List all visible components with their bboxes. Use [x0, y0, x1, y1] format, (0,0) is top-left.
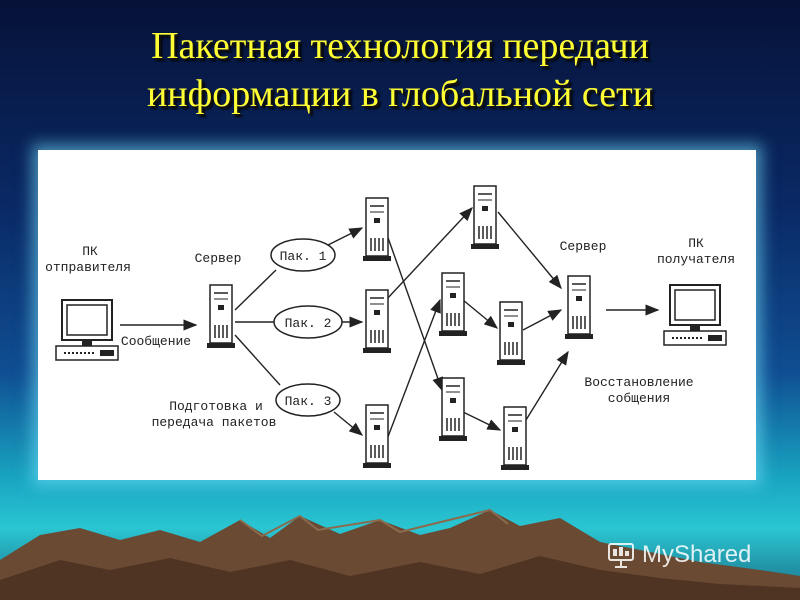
- packet-3-ellipse: [275, 383, 341, 417]
- restore-label-line2: собщения: [608, 391, 670, 406]
- prep-label-line1: Подготовка и: [169, 399, 263, 414]
- arrow-node8-to-server: [525, 350, 569, 421]
- connections: [120, 206, 660, 443]
- mountains-decoration: [0, 508, 800, 600]
- arrow-node2-to-node4: [385, 206, 473, 301]
- receiver-label-line1: ПК: [688, 236, 704, 251]
- packet-1-label: Пак. 1: [280, 249, 327, 264]
- title-line-1: Пакетная технология передачи: [151, 25, 649, 67]
- prep-label-line2: передача пакетов: [152, 415, 277, 430]
- packet-1-ellipse: [270, 238, 336, 272]
- receiver-server-label: Сервер: [560, 239, 607, 254]
- router-node-6-icon: [496, 301, 526, 366]
- receiver-server-icon: [564, 275, 594, 340]
- router-node-1-icon: [362, 197, 392, 262]
- router-node-2-icon: [362, 289, 392, 354]
- watermark-text: MyShared: [642, 541, 752, 568]
- arrow-node6-to-server: [522, 309, 563, 331]
- arrow-node4-to-server: [497, 211, 562, 290]
- title-line-2: информации в глобальной сети: [146, 73, 654, 115]
- router-node-8-icon: [500, 406, 530, 471]
- arrow-packet1-to-node1: [327, 227, 364, 246]
- router-node-5-icon: [438, 272, 468, 337]
- router-node-7-icon: [438, 377, 468, 442]
- packet-2-ellipse: [273, 305, 343, 339]
- packet-3-label: Пак. 3: [285, 394, 332, 409]
- watermark: MyShared: [606, 540, 751, 570]
- line-server-to-packet1: [234, 269, 277, 311]
- router-node-4-icon: [470, 185, 500, 250]
- slide-title: Пакетная технология передачи информации …: [0, 22, 800, 118]
- arrow-packet3-to-node3: [333, 411, 364, 436]
- message-label: Сообщение: [121, 334, 191, 349]
- packet-2-label: Пак. 2: [285, 316, 332, 331]
- sender-server-icon: [206, 284, 236, 349]
- sender-label-line1: ПК: [82, 244, 98, 259]
- line-server-to-packet3: [234, 334, 281, 386]
- receiver-label-line2: получателя: [657, 252, 735, 267]
- arrow-node1-to-node7: [385, 231, 444, 392]
- network-diagram: ПК отправителя Сервер Сообщение Пак. 1 П…: [45, 185, 735, 471]
- arrow-node7-to-node8: [462, 411, 502, 431]
- diagram-panel: ПК отправителя Сервер Сообщение Пак. 1 П…: [38, 150, 756, 480]
- presentation-board-icon: [608, 543, 634, 568]
- receiver-computer-icon: [663, 284, 727, 346]
- arrow-node3-to-node5: [385, 298, 441, 443]
- sender-label-line2: отправителя: [45, 260, 131, 275]
- arrow-node5-to-node6: [462, 299, 499, 329]
- sender-server-label: Сервер: [195, 251, 242, 266]
- router-node-3-icon: [362, 404, 392, 469]
- sender-computer-icon: [55, 299, 119, 361]
- restore-label-line1: Восстановление: [584, 375, 693, 390]
